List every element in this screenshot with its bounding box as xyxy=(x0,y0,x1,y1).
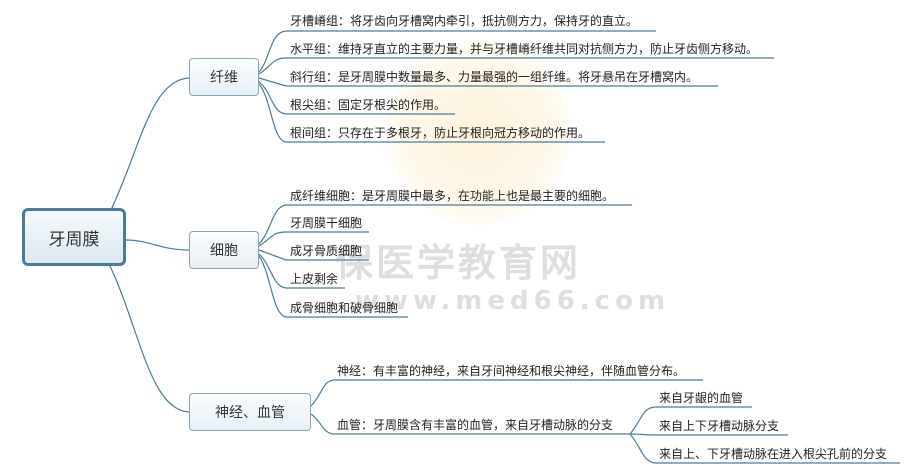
fiber-item-alveolar-crest: 牙槽嵴组：将牙齿向牙槽窝内牵引，抵抗侧方力，保持牙的直立。 xyxy=(290,14,639,28)
category-nerve-vessel: 神经、血管 xyxy=(189,393,311,431)
vessel-sub-item-apical-branch: 来自上、下牙槽动脉在进入根尖孔前的分支 xyxy=(659,447,888,461)
vessel-item: 血管：牙周膜含有丰富的血管，来自牙槽动脉的分支 xyxy=(337,418,614,432)
cell-item-stem-cell: 牙周膜干细胞 xyxy=(290,216,363,230)
cell-item-osteoblast-osteoclast: 成骨细胞和破骨细胞 xyxy=(290,301,399,315)
root-node: 牙周膜 xyxy=(22,208,126,266)
vessel-sub-item-gingival: 来自牙龈的血管 xyxy=(659,391,744,405)
fiber-item-oblique: 斜行组：是牙周膜中数量最多、力量最强的一组纤维。将牙悬吊在牙槽窝内。 xyxy=(290,70,699,84)
vessel-sub-item-alveolar-artery: 来自上下牙槽动脉分支 xyxy=(659,419,780,433)
fiber-item-apical: 根尖组：固定牙根尖的作用。 xyxy=(290,98,447,112)
fiber-item-horizontal: 水平组：维持牙直立的主要力量，并与牙槽嵴纤维共同对抗侧方力，防止牙齿侧方移动。 xyxy=(290,42,759,56)
category-cell: 细胞 xyxy=(189,231,259,269)
category-fiber: 纤维 xyxy=(189,58,259,96)
cell-item-epithelial-rest: 上皮剩余 xyxy=(290,272,339,286)
fiber-item-interradicular: 根间组：只存在于多根牙，防止牙根向冠方移动的作用。 xyxy=(290,126,591,140)
cell-item-fibroblast: 成纤维细胞：是牙周膜中最多，在功能上也是最主要的细胞。 xyxy=(290,189,615,203)
nerve-item: 神经：有丰富的神经，来自牙间神经和根尖神经，伴随血管分布。 xyxy=(337,364,686,378)
link-root-cell xyxy=(125,239,190,251)
link-root-fiber xyxy=(109,77,190,213)
link-root-nerve xyxy=(109,265,190,413)
cell-item-cementoblast: 成牙骨质细胞 xyxy=(290,244,363,258)
